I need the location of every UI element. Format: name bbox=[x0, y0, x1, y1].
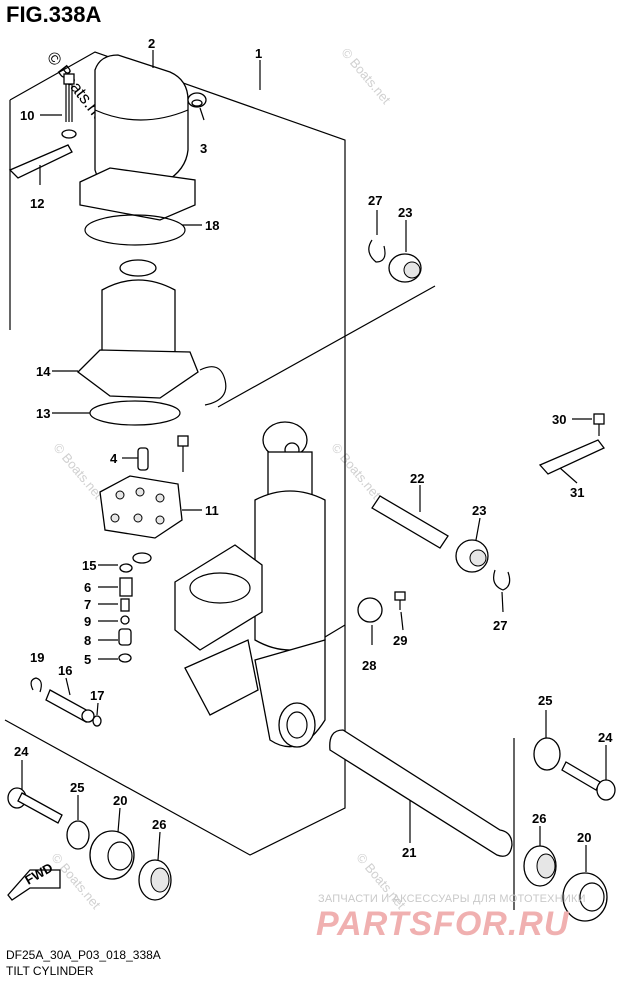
washer-25 bbox=[533, 737, 561, 771]
plug-8 bbox=[118, 628, 132, 646]
callout-30: 30 bbox=[552, 412, 566, 427]
o-ring-15 bbox=[119, 563, 133, 573]
callout-25: 25 bbox=[70, 780, 84, 795]
circlip-19 bbox=[30, 677, 42, 693]
leader-line bbox=[96, 702, 99, 716]
callout-24: 24 bbox=[598, 730, 613, 745]
leader-line bbox=[199, 107, 205, 121]
circlip-27 bbox=[368, 239, 386, 263]
callout-22: 22 bbox=[410, 471, 424, 486]
callout-12: 12 bbox=[30, 196, 44, 211]
callout-6: 6 bbox=[84, 580, 91, 595]
seal-15 bbox=[132, 552, 152, 564]
valve-body-11 bbox=[99, 475, 183, 539]
leader-line bbox=[475, 517, 481, 541]
callout-16: 16 bbox=[58, 663, 72, 678]
callout-17: 17 bbox=[90, 688, 104, 703]
washer-25 bbox=[66, 820, 90, 850]
callout-26: 26 bbox=[532, 811, 546, 826]
callout-26: 26 bbox=[152, 817, 166, 832]
screw-30 bbox=[593, 413, 605, 436]
callout-8: 8 bbox=[84, 633, 91, 648]
callout-27: 27 bbox=[493, 618, 507, 633]
valve-4 bbox=[137, 447, 149, 471]
circlip-27 bbox=[493, 569, 511, 591]
callout-28: 28 bbox=[362, 658, 376, 673]
bolt-4 bbox=[177, 435, 189, 472]
callout-7: 7 bbox=[84, 597, 91, 612]
callout-10: 10 bbox=[20, 108, 34, 123]
o-ring-18 bbox=[84, 214, 186, 246]
callout-15: 15 bbox=[82, 558, 96, 573]
leader-line bbox=[65, 677, 71, 696]
pin-7 bbox=[120, 598, 130, 612]
manual-valve-16 bbox=[45, 689, 95, 723]
callout-13: 13 bbox=[36, 406, 50, 421]
figure-title: FIG.338A bbox=[6, 2, 102, 27]
bolt-10 bbox=[61, 73, 77, 139]
diagram-code: DF25A_30A_P03_018_338A bbox=[6, 948, 161, 962]
leader-line bbox=[559, 467, 578, 484]
leader-line bbox=[117, 807, 121, 833]
callout-19: 19 bbox=[30, 650, 44, 665]
callout-1: 1 bbox=[255, 46, 262, 61]
pin-22 bbox=[371, 495, 449, 549]
callout-25: 25 bbox=[538, 693, 552, 708]
bushing-26 bbox=[523, 845, 557, 887]
o-ring-13 bbox=[89, 400, 181, 426]
bushing-20 bbox=[89, 830, 135, 880]
bushing-23 bbox=[455, 539, 489, 573]
callout-9: 9 bbox=[84, 614, 91, 629]
motor-14 bbox=[77, 259, 227, 406]
callout-21: 21 bbox=[402, 845, 416, 860]
callout-4: 4 bbox=[110, 451, 118, 466]
callout-2: 2 bbox=[148, 36, 155, 51]
ball-9 bbox=[120, 615, 130, 625]
callout-27: 27 bbox=[368, 193, 382, 208]
callout-5: 5 bbox=[84, 652, 91, 667]
fwd-arrow-icon: FWD bbox=[7, 860, 61, 901]
spacer-28 bbox=[357, 597, 383, 623]
bolt-24 bbox=[7, 787, 63, 824]
shop-tagline: ЗАПЧАСТИ И АКСЕССУАРЫ ДЛЯ МОТОТЕХНИКИ bbox=[318, 893, 586, 905]
callout-31: 31 bbox=[570, 485, 584, 500]
callout-11: 11 bbox=[205, 503, 219, 518]
tilt-cylinder bbox=[174, 421, 326, 748]
ring-17 bbox=[92, 715, 102, 727]
screw-29 bbox=[394, 591, 406, 610]
tube-21 bbox=[329, 729, 513, 857]
bushing-20 bbox=[562, 872, 608, 922]
callout-29: 29 bbox=[393, 633, 407, 648]
shop-logo: PARTSFOR.RU bbox=[316, 905, 570, 943]
callout-20: 20 bbox=[113, 793, 127, 808]
diagram-name: TILT CYLINDER bbox=[6, 964, 94, 978]
callout-18: 18 bbox=[205, 218, 219, 233]
leader-line bbox=[400, 611, 404, 631]
strap-12 bbox=[8, 144, 73, 179]
strap-31 bbox=[538, 439, 606, 475]
leader-line bbox=[501, 591, 504, 613]
callout-23: 23 bbox=[472, 503, 486, 518]
grommet-3 bbox=[187, 92, 207, 108]
callout-24: 24 bbox=[14, 744, 29, 759]
spring-6 bbox=[119, 577, 133, 597]
bushing-26 bbox=[138, 859, 172, 901]
leader-line bbox=[157, 831, 161, 861]
leader-line bbox=[217, 285, 436, 408]
callout-14: 14 bbox=[36, 364, 51, 379]
bushing-23 bbox=[388, 253, 422, 283]
callout-23: 23 bbox=[398, 205, 412, 220]
callout-3: 3 bbox=[200, 141, 207, 156]
callout-20: 20 bbox=[577, 830, 591, 845]
assembly-outline bbox=[4, 51, 346, 856]
o-ring-5 bbox=[118, 653, 132, 663]
bolt-24 bbox=[561, 761, 616, 801]
motor-cover bbox=[79, 54, 196, 221]
